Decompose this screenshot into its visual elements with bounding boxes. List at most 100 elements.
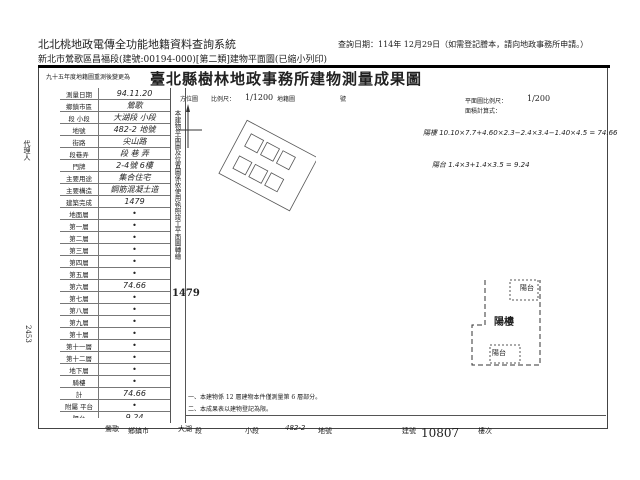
room-balcony: 陽台 (492, 349, 506, 357)
row-label: 地號 (60, 124, 99, 135)
row-value: • (132, 305, 137, 314)
table-row: 第二層 • (60, 232, 170, 244)
table-row: 第三層 • (60, 244, 170, 256)
row-value: • (132, 341, 137, 350)
row-value: 鋼筋混凝土造 (110, 185, 159, 194)
table-row: 計 74.66 (60, 388, 170, 400)
table-row: 門牌 2-4號 6樓 (60, 160, 170, 172)
note: 二、本成果表以建物登記為限。 (188, 406, 273, 413)
divider (185, 88, 186, 423)
vertical-note: 本建物平面圖及位置圖係依使用執照竣工平面圖轉繪 (173, 110, 181, 260)
header-rule (38, 65, 610, 68)
row-label: 主要構造 (60, 184, 99, 195)
orientation-label: 方位圖 (180, 96, 199, 103)
table-row: 第四層 • (60, 256, 170, 268)
row-value: • (132, 401, 137, 410)
query-date: 查詢日期：114年 12月29日（如需登記謄本，請向地政事務所申請。） (338, 40, 589, 49)
row-label: 附屬 平台 (60, 400, 99, 411)
row-label: 第四層 (60, 256, 99, 267)
row-label: 第二層 (60, 232, 99, 243)
table-row: 測量日期 94.11.20 (60, 88, 170, 100)
row-label: 第七層 (60, 292, 99, 303)
row-value: • (132, 353, 137, 362)
row-value: • (132, 377, 137, 386)
row-value: • (132, 233, 137, 242)
footer-section: 大湖 (178, 425, 192, 433)
table-row: 地號 482-2 地號 (60, 124, 170, 136)
row-label: 計 (60, 388, 99, 399)
building-number: 10807 (421, 426, 460, 440)
row-label: 第六層 (60, 280, 99, 291)
row-label: 段巷弄 (60, 148, 99, 159)
document-title: 臺北縣樹林地政事務所建物測量成果圖 (150, 70, 423, 88)
row-value: • (132, 245, 137, 254)
table-row: 第六層 74.66 (60, 280, 170, 292)
table-row: 地面層 • (60, 208, 170, 220)
row-label: 建築完成 (60, 196, 99, 207)
row-label: 騎樓 (60, 376, 99, 387)
table-row: 鄉鎮市區鶯歌 (60, 100, 170, 112)
row-value: • (132, 257, 137, 266)
row-label: 門牌 (60, 160, 99, 171)
row-value: 2-4號 6樓 (116, 161, 153, 170)
document-frame (38, 68, 608, 429)
row-value: 9.24 (125, 413, 144, 418)
scale-label: 比例尺： (211, 96, 236, 103)
building-info-table: 測量日期 94.11.20 鄉鎮市區鶯歌段 小段大湖段 小段地號 482-2 地號街路… (60, 88, 170, 418)
row-label: 第八層 (60, 304, 99, 315)
system-title: 北北桃地政電傳全功能地籍資料查詢系統 (38, 38, 236, 51)
divider (170, 88, 171, 423)
table-row: 第五層• (60, 268, 170, 280)
table-row: 第九層 • (60, 316, 170, 328)
table-row: 第十二層 • (60, 352, 170, 364)
table-row: 段巷弄 段 巷 弄 (60, 148, 170, 160)
document-subtitle: 新北市鶯歌區昌福段(建號:00194-000)[第二類]建物平面圖(已縮小列印) (38, 55, 327, 65)
row-value: • (132, 365, 137, 374)
row-label: 第十層 (60, 328, 99, 339)
table-row: 陽台9.24 (60, 412, 170, 418)
agent-label: 代理人 (23, 140, 31, 161)
site-scale: 1/1200 (245, 93, 274, 102)
row-value: 94.11.20 (116, 89, 153, 98)
footer-label: 段 (195, 427, 202, 435)
table-row: 第八層 • (60, 304, 170, 316)
row-value: 74.66 (123, 281, 146, 290)
row-label: 第三層 (60, 244, 99, 255)
row-value: 段 巷 弄 (119, 149, 150, 158)
row-label: 第十二層 (60, 352, 99, 363)
plan-scale-label: 平面圖比例尺： (465, 98, 508, 105)
row-value: • (132, 329, 137, 338)
row-label: 第一層 (60, 220, 99, 231)
table-row: 主要構造 鋼筋混凝土造 (60, 184, 170, 196)
row-label: 段 小段 (60, 112, 99, 123)
row-label: 地下層 (60, 364, 99, 375)
calc-label: 面積計算式： (465, 108, 502, 115)
room-balcony: 陽台 (520, 284, 534, 292)
footer-lot: 482-2 (285, 424, 306, 432)
row-value: • (132, 209, 137, 218)
row-value: 482-2 地號 (113, 125, 156, 134)
table-row: 街路尖山路 (60, 136, 170, 148)
row-label: 第九層 (60, 316, 99, 327)
row-value: • (132, 317, 137, 326)
footer-township: 鶯歌 (105, 425, 119, 433)
row-value: • (132, 293, 137, 302)
cadastral-label: 地籍圖 (277, 96, 296, 103)
calc-row: 陽台 1.4×3+1.4×3.5 = 9.24 (432, 161, 530, 169)
footer-label: 地號 (318, 427, 332, 435)
table-row: 段 小段大湖段 小段 (60, 112, 170, 124)
table-row: 地下層 • (60, 364, 170, 376)
row-value: 1479 (124, 197, 145, 206)
table-row: 騎樓 • (60, 376, 170, 388)
row-label: 第十一層 (60, 340, 99, 351)
row-value: 74.66 (123, 389, 146, 398)
row-label: 鄉鎮市區 (60, 100, 99, 111)
row-value: 尖山路 (122, 137, 147, 146)
no-label: 號 (340, 96, 347, 103)
row-label: 測量日期 (60, 88, 99, 99)
row-label: 地面層 (60, 208, 99, 219)
footer-label: 樓次 (478, 427, 492, 435)
table-row: 附屬 平台 • (60, 400, 170, 412)
room-main: 陽樓 (494, 317, 514, 328)
table-row: 主要用途集合住宅 (60, 172, 170, 184)
